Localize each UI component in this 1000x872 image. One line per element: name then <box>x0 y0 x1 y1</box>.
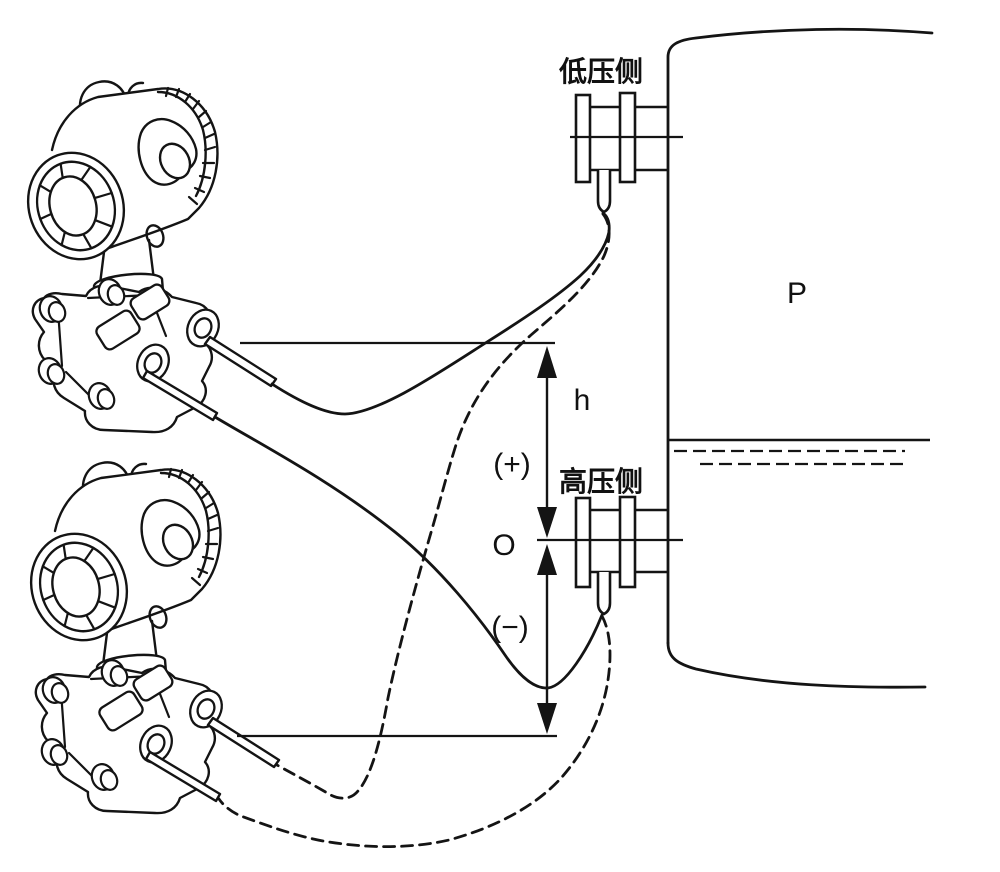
dp-transmitter-upper <box>12 80 278 434</box>
label-low-pressure-side: 低压侧 <box>558 56 643 87</box>
dp-transmitter-lower <box>15 461 281 815</box>
hp-flange-plate <box>574 496 592 589</box>
arrowhead-up <box>537 346 557 378</box>
label-minus-region: (−) <box>491 611 529 644</box>
impulse-line-dashed-hp <box>217 614 612 849</box>
hp-tap-flange <box>537 495 683 616</box>
label-zero-point: O <box>492 529 515 562</box>
label-plus-region: (+) <box>493 448 531 481</box>
impulse-lines <box>213 211 612 849</box>
arrowhead-up <box>537 544 557 575</box>
liquid-level <box>668 438 930 466</box>
label-high-pressure-side: 高压侧 <box>559 466 643 497</box>
label-vessel-pressure: P <box>787 277 807 310</box>
lp-tap-flange <box>570 91 683 214</box>
arrowhead-down <box>537 507 557 538</box>
hp-nozzle <box>596 572 612 616</box>
lp-nozzle <box>596 170 612 214</box>
dimension-annotation <box>237 341 557 738</box>
label-level-height: h <box>574 384 591 417</box>
tank-wall-bottom <box>666 641 927 689</box>
tank <box>666 27 934 689</box>
impulse-line-dashed-lp <box>275 212 611 800</box>
dimension-arrowheads <box>537 346 557 734</box>
arrowhead-down <box>537 703 557 734</box>
impulse-line-solid-lp <box>270 211 611 416</box>
impulse-line-solid-hp <box>213 415 604 690</box>
tank-wall-top <box>666 27 934 645</box>
hp-flange-plate <box>618 495 637 589</box>
lp-flange-plate <box>574 93 592 184</box>
